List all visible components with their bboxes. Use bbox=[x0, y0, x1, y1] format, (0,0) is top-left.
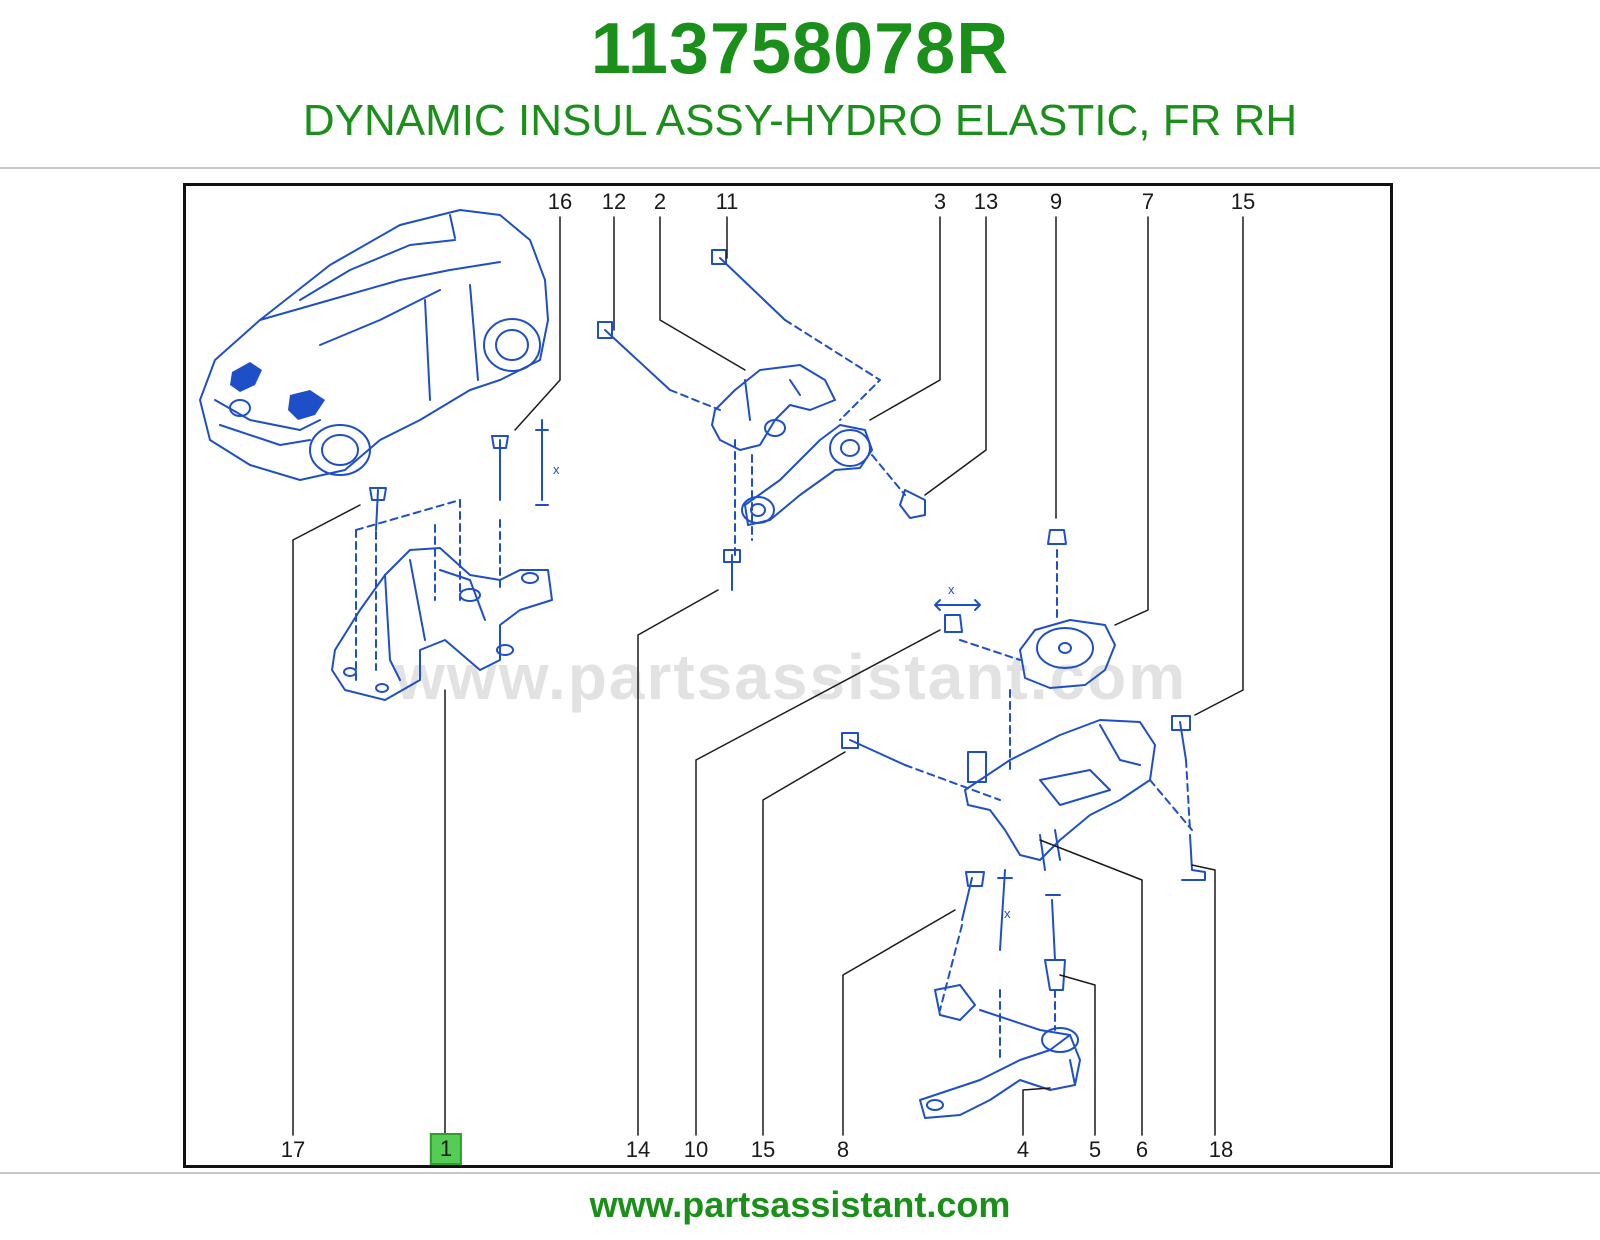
callout-16[interactable]: 16 bbox=[547, 189, 573, 214]
callout-1-highlighted[interactable]: 1 bbox=[429, 1133, 463, 1165]
callout-2[interactable]: 2 bbox=[653, 189, 667, 214]
diagram-frame bbox=[183, 183, 1393, 1168]
footer-site-link[interactable]: www.partsassistant.com bbox=[589, 1184, 1011, 1225]
left-engine-mount bbox=[331, 547, 553, 701]
part-description: DYNAMIC INSUL ASSY-HYDRO ELASTIC, FR RH bbox=[302, 96, 1298, 145]
callout-17[interactable]: 17 bbox=[280, 1137, 306, 1162]
svg-text:x: x bbox=[553, 462, 560, 477]
callout-15-bottom[interactable]: 15 bbox=[750, 1137, 776, 1162]
callout-4[interactable]: 4 bbox=[1016, 1137, 1030, 1162]
callout-9[interactable]: 9 bbox=[1049, 189, 1063, 214]
upper-mount bbox=[1019, 619, 1116, 689]
callout-18[interactable]: 18 bbox=[1208, 1137, 1234, 1162]
torque-rod-bracket bbox=[711, 364, 836, 451]
gearbox-bracket bbox=[964, 719, 1156, 871]
part-number-title: 113758078R bbox=[590, 9, 1010, 89]
callout-13[interactable]: 13 bbox=[973, 189, 999, 214]
callout-14[interactable]: 14 bbox=[625, 1137, 651, 1162]
bottom-divider bbox=[0, 1172, 1600, 1174]
callout-15-top[interactable]: 15 bbox=[1230, 189, 1256, 214]
svg-text:x: x bbox=[948, 582, 955, 597]
top-divider bbox=[0, 167, 1600, 169]
callout-12[interactable]: 12 bbox=[601, 189, 627, 214]
svg-text:x: x bbox=[1004, 906, 1011, 921]
torque-rod bbox=[741, 424, 873, 526]
callout-10[interactable]: 10 bbox=[683, 1137, 709, 1162]
callout-3[interactable]: 3 bbox=[933, 189, 947, 214]
callout-6[interactable]: 6 bbox=[1135, 1137, 1149, 1162]
vehicle-illustration bbox=[199, 209, 549, 481]
callout-5[interactable]: 5 bbox=[1088, 1137, 1102, 1162]
callout-8[interactable]: 8 bbox=[836, 1137, 850, 1162]
watermark: www.partsassistant.com bbox=[395, 641, 1188, 713]
callout-7[interactable]: 7 bbox=[1141, 189, 1155, 214]
callout-11[interactable]: 11 bbox=[715, 189, 739, 214]
